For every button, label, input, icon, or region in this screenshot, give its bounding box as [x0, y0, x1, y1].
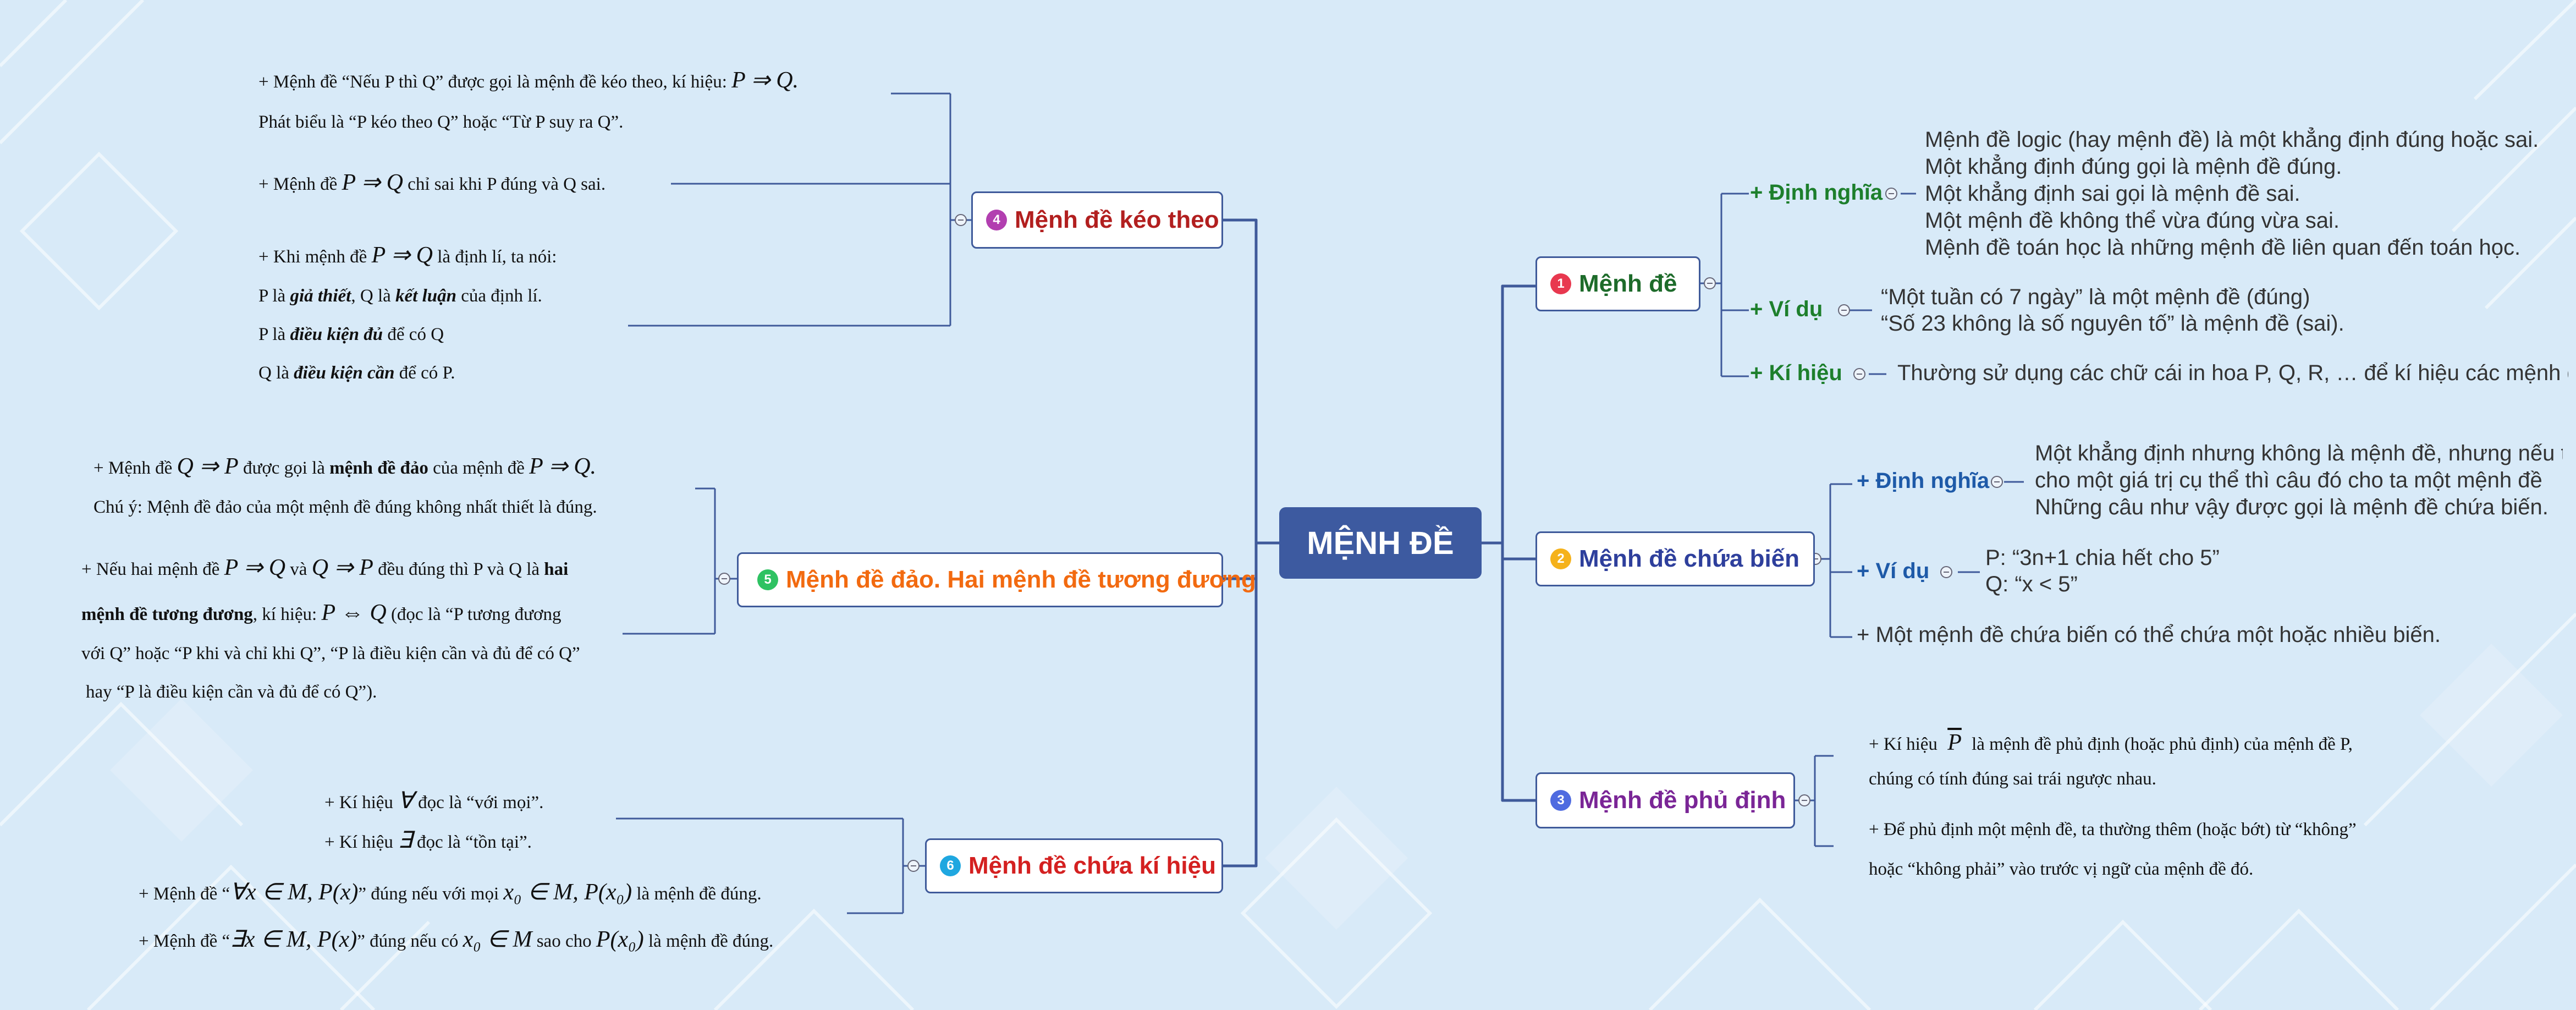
collapse-toggle-b2-dinh-nghia[interactable]	[1991, 476, 2003, 488]
collapse-toggle-b5[interactable]	[718, 573, 730, 585]
collapse-toggle-b2-vi-du[interactable]	[1940, 566, 1952, 578]
b3-line-3: + Để phủ định một mệnh đề, ta thường thê…	[1869, 820, 2357, 839]
branch-node-menh-de-chua-bien[interactable]: 2 Mệnh đề chứa biến	[1535, 531, 1815, 586]
sub-topic-vi-du[interactable]: + Ví dụ	[1750, 297, 1823, 321]
sub-topic-dinh-nghia[interactable]: + Định nghĩa	[1857, 469, 1990, 493]
root-node[interactable]: MỆNH ĐỀ	[1279, 507, 1482, 579]
b6-line-3: + Mệnh đề “∀x ∈ M, P(x)” đúng nếu với mọ…	[139, 880, 762, 905]
branch-number-badge: 3	[1550, 790, 1571, 811]
b6-line-1: + Kí hiệu ∀ đọc là “với mọi”.	[324, 788, 544, 814]
b4-line-7: Q là điều kiện cần để có P.	[258, 363, 455, 383]
branch-number-badge: 5	[757, 569, 778, 590]
b4-line-3: + Mệnh đề P ⇒ Q chỉ sai khi P đúng và Q …	[258, 170, 606, 195]
branch-title: Mệnh đề chứa biến	[1579, 545, 1800, 572]
branch-number-badge: 4	[986, 210, 1007, 230]
b4-line-4: + Khi mệnh đề P ⇒ Q là định lí, ta nói:	[258, 243, 557, 268]
branch-node-menh-de-keo-theo[interactable]: 4 Mệnh đề kéo theo	[971, 191, 1223, 249]
collapse-toggle-b1[interactable]	[1704, 277, 1716, 289]
sub-topic-ki-hieu[interactable]: + Kí hiệu	[1750, 361, 1842, 385]
negation-symbol: P	[1947, 730, 1962, 755]
branch-number-badge: 6	[940, 855, 961, 876]
b5-line-5: với Q” hoặc “P khi và chỉ khi Q”, “P là …	[81, 644, 580, 663]
branch-title: Mệnh đề	[1579, 270, 1677, 297]
b3-line-4: hoặc “không phải” vào trước vị ngữ của m…	[1869, 859, 2254, 879]
collapse-toggle-b1-ki-hieu[interactable]	[1853, 368, 1865, 380]
b4-line-5: P là giả thiết, Q là kết luận của định l…	[258, 286, 542, 306]
branch-node-menh-de-phu-dinh[interactable]: 3 Mệnh đề phủ định	[1535, 772, 1795, 828]
b5-line-6: hay “P là điều kiện cần và đủ để có Q”).	[86, 682, 377, 702]
branch-title: Mệnh đề kéo theo	[1015, 206, 1219, 233]
b5-line-2: Chú ý: Mệnh đề đảo của một mệnh đề đúng …	[93, 497, 597, 517]
b5-line-3: + Nếu hai mệnh đề P ⇒ Q và Q ⇒ P đều đún…	[81, 555, 569, 580]
branch-title: Mệnh đề chứa kí hiệu	[968, 852, 1216, 879]
b6-line-2: + Kí hiệu ∃ đọc là “tồn tại”.	[324, 828, 532, 853]
b2-example-text: P: “3n+1 chia hết cho 5”Q: “x < 5”	[1985, 546, 2220, 596]
branch-number-badge: 2	[1550, 548, 1571, 569]
sub-topic-dinh-nghia[interactable]: + Định nghĩa	[1750, 180, 1883, 205]
b5-line-1: + Mệnh đề Q ⇒ P được gọi là mệnh đề đảo …	[93, 454, 597, 479]
branch-node-menh-de-dao[interactable]: 5 Mệnh đề đảo. Hai mệnh đề tương đương	[737, 552, 1256, 607]
b3-line-1: + Kí hiệu P là mệnh đề phủ định (hoặc ph…	[1869, 730, 2353, 755]
branch-title: Mệnh đề đảo. Hai mệnh đề tương đương	[786, 566, 1256, 593]
branch-number-badge: 1	[1550, 273, 1571, 294]
collapse-toggle-b1-vi-du[interactable]	[1838, 304, 1850, 316]
branch-node-menh-de[interactable]: 1 Mệnh đề	[1535, 256, 1700, 311]
b1-notation-text: Thường sử dụng các chữ cái in hoa P, Q, …	[1897, 361, 2568, 385]
collapse-toggle-b4[interactable]	[955, 214, 967, 226]
b4-line-6: P là điều kiện đủ để có Q	[258, 325, 444, 344]
b1-example-text: “Một tuần có 7 ngày” là một mệnh đề (đún…	[1881, 285, 2344, 336]
sub-topic-vi-du[interactable]: + Ví dụ	[1857, 559, 1930, 583]
b1-definition-text: Mệnh đề logic (hay mệnh đề) là một khẳng…	[1925, 128, 2539, 260]
b2-definition-text: Một khẳng định nhưng không là mệnh đề, n…	[2035, 441, 2563, 519]
branch-node-menh-de-chua-ki-hieu[interactable]: 6 Mệnh đề chứa kí hiệu	[925, 838, 1223, 893]
collapse-toggle-b6[interactable]	[907, 860, 920, 872]
branch-title: Mệnh đề phủ định	[1579, 787, 1786, 814]
b2-note-text: + Một mệnh đề chứa biến có thể chứa một …	[1857, 623, 2441, 647]
b6-line-4: + Mệnh đề “∃x ∈ M, P(x)” đúng nếu có x₀ …	[139, 927, 774, 952]
b4-line-1: + Mệnh đề “Nếu P thì Q” được gọi là mệnh…	[258, 68, 799, 93]
collapse-toggle-b3[interactable]	[1798, 794, 1810, 806]
collapse-toggle-b1-dinh-nghia[interactable]	[1885, 188, 1897, 200]
b4-line-2: Phát biểu là “P kéo theo Q” hoặc “Từ P s…	[258, 112, 624, 132]
b3-line-2: chúng có tính đúng sai trái ngược nhau.	[1869, 769, 2156, 789]
b5-line-4: mệnh đề tương đương, kí hiệu: P ⇔ Q (đọc…	[81, 600, 562, 625]
